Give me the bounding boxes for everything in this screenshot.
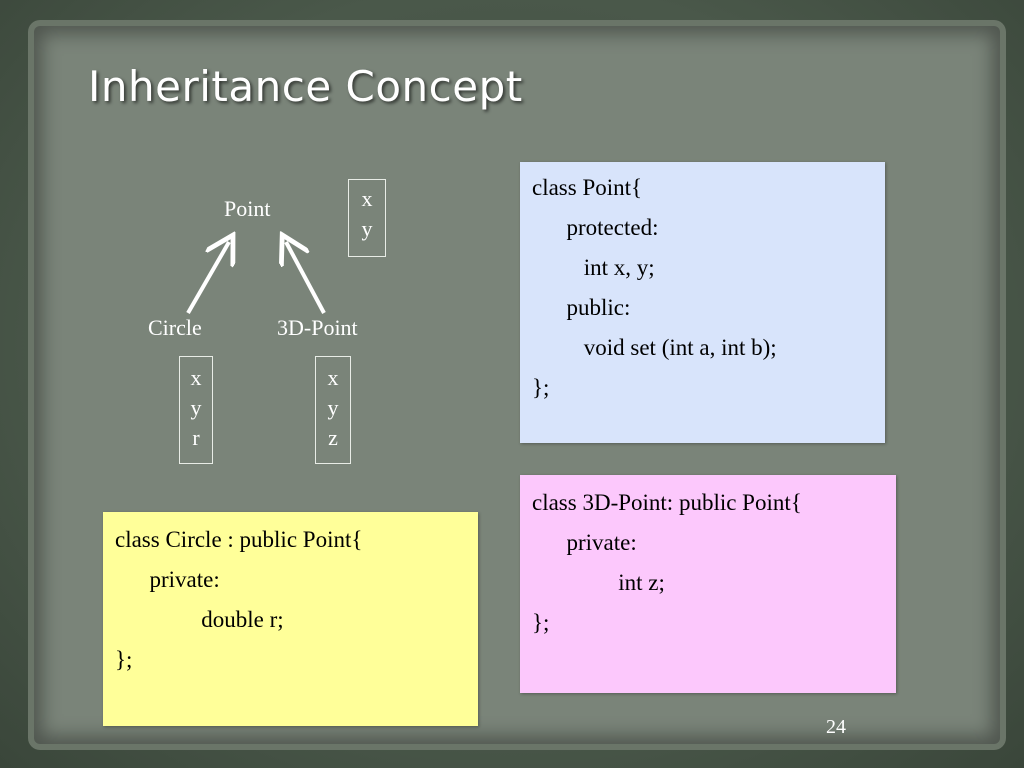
code-line: double r;	[115, 607, 284, 632]
circle-to-point-arrow	[186, 242, 229, 315]
circle-var-x: x	[190, 365, 202, 390]
circle-class-label: Circle	[148, 315, 202, 340]
point-class-label: Point	[224, 196, 271, 221]
point3d-var-z: z	[328, 425, 338, 450]
circle-class-code: class Circle : public Point{ private: do…	[103, 512, 478, 726]
code-line: int x, y;	[532, 255, 655, 280]
code-line: class Point{	[532, 175, 643, 200]
point-class-code: class Point{ protected: int x, y; public…	[520, 162, 885, 443]
circle-var-r: r	[192, 425, 200, 450]
point-var-y: y	[361, 216, 373, 241]
point3d-var-x: x	[327, 365, 339, 390]
point-var-x: x	[361, 186, 373, 211]
code-line: };	[532, 375, 550, 400]
code-line: class 3D-Point: public Point{	[532, 490, 802, 515]
code-line: private:	[115, 567, 220, 592]
point-vars-box: x y	[348, 179, 386, 257]
circle-var-y: y	[190, 395, 202, 420]
slide-title: Inheritance Concept	[88, 62, 523, 111]
code-line: int z;	[532, 570, 665, 595]
page-number: 24	[826, 716, 846, 738]
code-line: };	[115, 647, 133, 672]
code-line: protected:	[532, 215, 659, 240]
code-line: private:	[532, 530, 637, 555]
point3d-to-point-arrow	[286, 242, 326, 314]
code-line: };	[532, 610, 550, 635]
code-line: public:	[532, 295, 631, 320]
circle-vars-box: x y r	[179, 356, 213, 464]
point3d-vars-box: x y z	[315, 356, 351, 464]
point3d-class-label: 3D-Point	[277, 315, 358, 340]
code-line: void set (int a, int b);	[532, 335, 777, 360]
point3d-class-code: class 3D-Point: public Point{ private: i…	[520, 475, 896, 693]
point3d-var-y: y	[327, 395, 339, 420]
code-line: class Circle : public Point{	[115, 527, 363, 552]
